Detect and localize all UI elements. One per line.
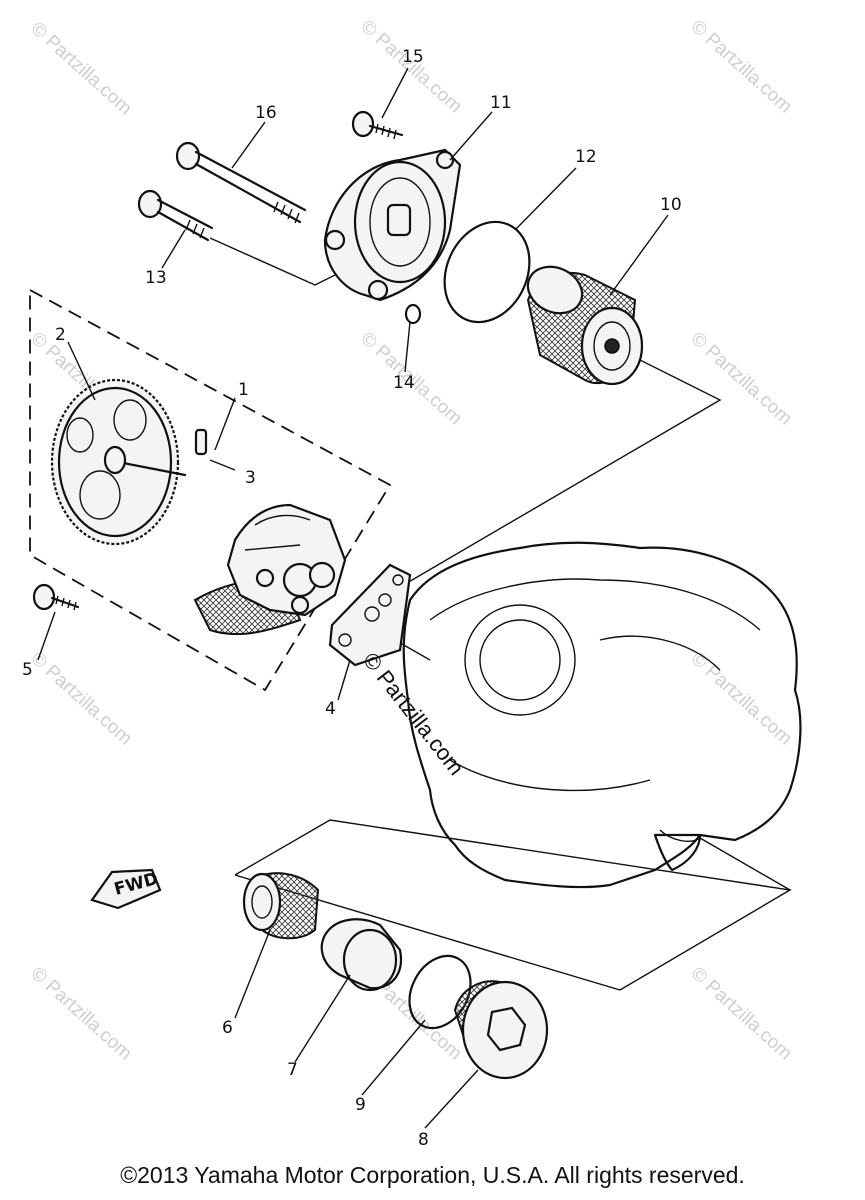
callout-10: 10 <box>660 195 682 215</box>
callout-14: 14 <box>393 373 415 393</box>
watermark-text: © Partzilla.com <box>687 16 796 117</box>
filter-cover-o-ring <box>443 220 531 324</box>
center-watermark: © Partzilla.com <box>358 648 469 780</box>
callout-16: 16 <box>255 103 277 123</box>
callout-11: 11 <box>490 93 512 113</box>
callout-12: 12 <box>575 147 597 167</box>
oil-pump-drive-gear <box>50 378 187 546</box>
callout-9: 9 <box>355 1095 366 1115</box>
oil-filter-element <box>526 265 644 386</box>
callout-8: 8 <box>418 1130 429 1150</box>
oil-strainer <box>242 872 320 940</box>
oil-filter-cover <box>323 148 462 302</box>
pump-assembly-dashed-outline <box>29 288 392 692</box>
watermark-text: © Partzilla.com <box>687 648 796 749</box>
watermark-text: © Partzilla.com <box>27 648 136 749</box>
strainer-leader-outline <box>234 819 793 991</box>
copyright-notice: ©2013 Yamaha Motor Corporation, U.S.A. A… <box>120 1162 745 1188</box>
callout-5: 5 <box>22 660 33 680</box>
callout-4: 4 <box>325 699 336 719</box>
callout-leaders <box>37 67 669 1129</box>
callout-15: 15 <box>402 47 424 67</box>
forward-direction-arrow: FWD <box>90 868 162 910</box>
watermark-text: © Partzilla.com <box>687 328 796 429</box>
callout-6: 6 <box>222 1018 233 1038</box>
callout-numbers: 1 2 3 4 5 6 7 8 9 10 11 12 13 14 15 16 <box>22 47 682 1150</box>
crankcase-outline <box>402 541 802 889</box>
pump-screw <box>32 583 80 611</box>
cover-long-bolt <box>175 141 307 224</box>
oil-pump-body <box>193 503 347 636</box>
callout-1: 1 <box>238 380 249 400</box>
callout-3: 3 <box>245 468 256 488</box>
cover-screw-small <box>351 110 404 140</box>
cover-bolt <box>137 189 214 242</box>
callout-2: 2 <box>55 325 66 345</box>
strainer-spring <box>320 918 403 992</box>
dowel-pin <box>194 428 208 456</box>
callout-13: 13 <box>145 268 167 288</box>
drain-plug <box>453 980 549 1080</box>
filter-leader-line <box>394 349 722 591</box>
small-o-ring <box>404 303 422 325</box>
callout-7: 7 <box>287 1060 298 1080</box>
watermark-text: © Partzilla.com <box>687 963 796 1064</box>
pump-gasket-plate <box>328 563 412 667</box>
watermark-text: © Partzilla.com <box>27 18 136 119</box>
pin-leader-line <box>209 459 236 471</box>
drain-leader-line <box>699 837 791 891</box>
watermark-text: © Partzilla.com <box>27 963 136 1064</box>
